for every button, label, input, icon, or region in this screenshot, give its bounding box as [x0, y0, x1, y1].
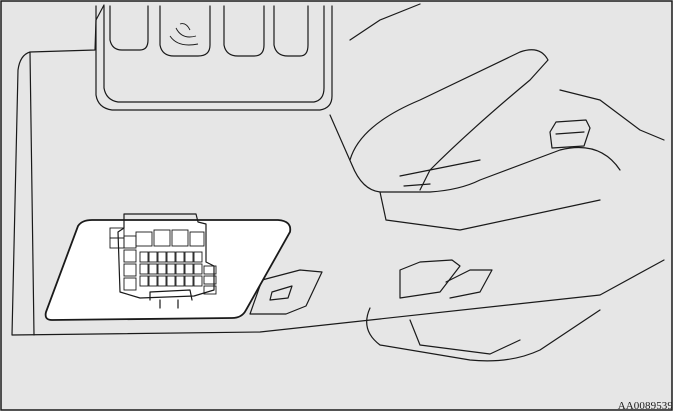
mini-fuse-grid — [140, 252, 202, 286]
figure-code: AA0089539 — [618, 400, 673, 412]
